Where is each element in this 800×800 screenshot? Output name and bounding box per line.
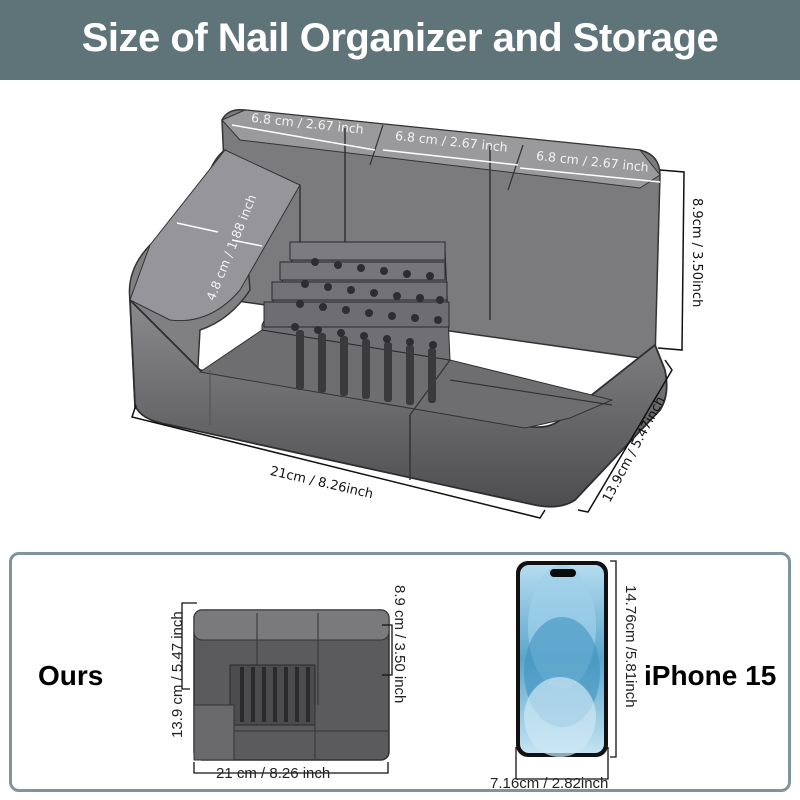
- ours-width-label: 21 cm / 8.26 inch: [216, 765, 331, 782]
- iphone-height-label: 14.76cm /5.81inch: [622, 585, 639, 708]
- organizer-thumbnail: [181, 602, 393, 774]
- page-title: Size of Nail Organizer and Storage: [81, 16, 719, 60]
- ours-depth-label: 13.9 cm / 5.47 inch: [169, 611, 186, 738]
- organizer-drawing: [128, 108, 685, 519]
- organizer-illustration: 6.8 cm / 2.67 inch 6.8 cm / 2.67 inch 6.…: [0, 80, 800, 540]
- height-label: 8.9cm / 3.50inch: [689, 198, 704, 308]
- ours-label: Ours: [38, 660, 104, 691]
- nail-tip-rack: [261, 241, 451, 405]
- title-banner: Size of Nail Organizer and Storage: [0, 0, 800, 80]
- iphone-image: [515, 560, 617, 780]
- iphone-width-label: 7.16cm / 2.82inch: [490, 775, 609, 792]
- ours-height-label: 8.9 cm / 3.50 inch: [391, 585, 408, 704]
- iphone-label: iPhone 15: [644, 660, 777, 691]
- size-comparison-panel: Ours 13.9 cm / 5.47 inch 8.9 cm / 3.50 i…: [9, 552, 791, 792]
